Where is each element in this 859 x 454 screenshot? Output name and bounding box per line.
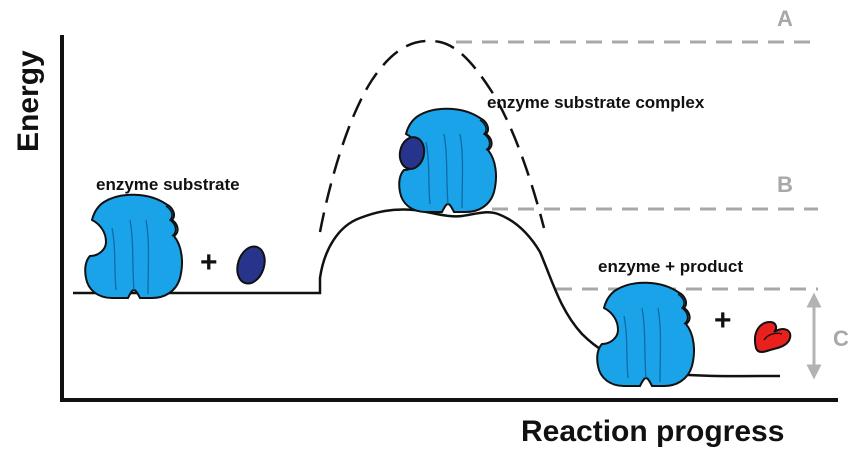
plus-sign-products: +: [714, 304, 732, 337]
enzyme-reactant-icon: [84, 193, 183, 299]
level-label-c: C: [833, 326, 849, 351]
bound-substrate-icon: [398, 136, 426, 170]
uncatalysed-curve: [318, 39, 546, 233]
product-icon: [754, 320, 792, 353]
y-axis-label: Energy: [12, 50, 45, 152]
label-reactants: enzyme substrate: [96, 175, 240, 194]
substrate-icon: [236, 245, 266, 285]
plus-sign-reactants: +: [200, 246, 218, 279]
level-label-a: A: [777, 6, 793, 31]
label-complex: enzyme substrate complex: [487, 93, 705, 112]
level-label-b: B: [777, 172, 793, 197]
x-axis-label: Reaction progress: [521, 415, 784, 448]
label-products: enzyme + product: [598, 257, 743, 276]
enzyme-product-icon: [596, 281, 695, 387]
